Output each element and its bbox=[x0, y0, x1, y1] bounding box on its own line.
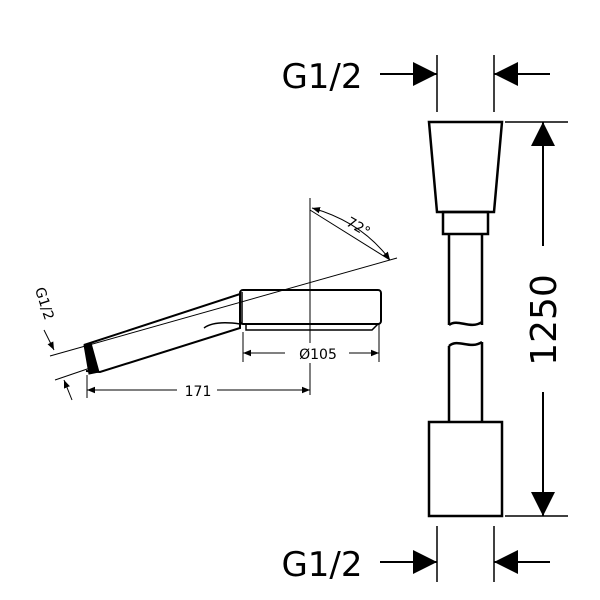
spray-face bbox=[245, 323, 379, 331]
hose-upper-segment bbox=[447, 234, 484, 327]
handshower-handle bbox=[83, 292, 241, 374]
handle-groove bbox=[203, 322, 241, 329]
hose-top-collar bbox=[441, 210, 490, 236]
diameter-label-bg bbox=[285, 343, 349, 363]
handshower-drawing: 72° G1/2 Ø105 171 bbox=[31, 198, 398, 401]
hose-bottom-thread-label: G1/2 bbox=[281, 545, 362, 585]
hose-top-thread-label: G1/2 bbox=[281, 57, 362, 97]
length-label: 171 bbox=[185, 384, 212, 400]
handle-axis-line bbox=[49, 257, 398, 357]
diameter-label: Ø105 bbox=[299, 347, 337, 363]
handshower-thread-label: G1/2 bbox=[31, 285, 57, 322]
length-label-bg bbox=[177, 380, 217, 400]
thread-ext-line bbox=[54, 365, 97, 381]
hose-bottom-nut bbox=[427, 420, 504, 518]
thread-dim-arrow-bottom bbox=[63, 379, 73, 401]
hose-lower-segment bbox=[447, 340, 484, 422]
hose-top-nut bbox=[427, 120, 504, 214]
hose-drawing: G1/2 1250 G1/2 bbox=[281, 55, 568, 585]
hose-length-label: 1250 bbox=[524, 274, 565, 366]
angle-arc bbox=[311, 207, 391, 261]
thread-dim-arrow-top bbox=[43, 329, 55, 351]
